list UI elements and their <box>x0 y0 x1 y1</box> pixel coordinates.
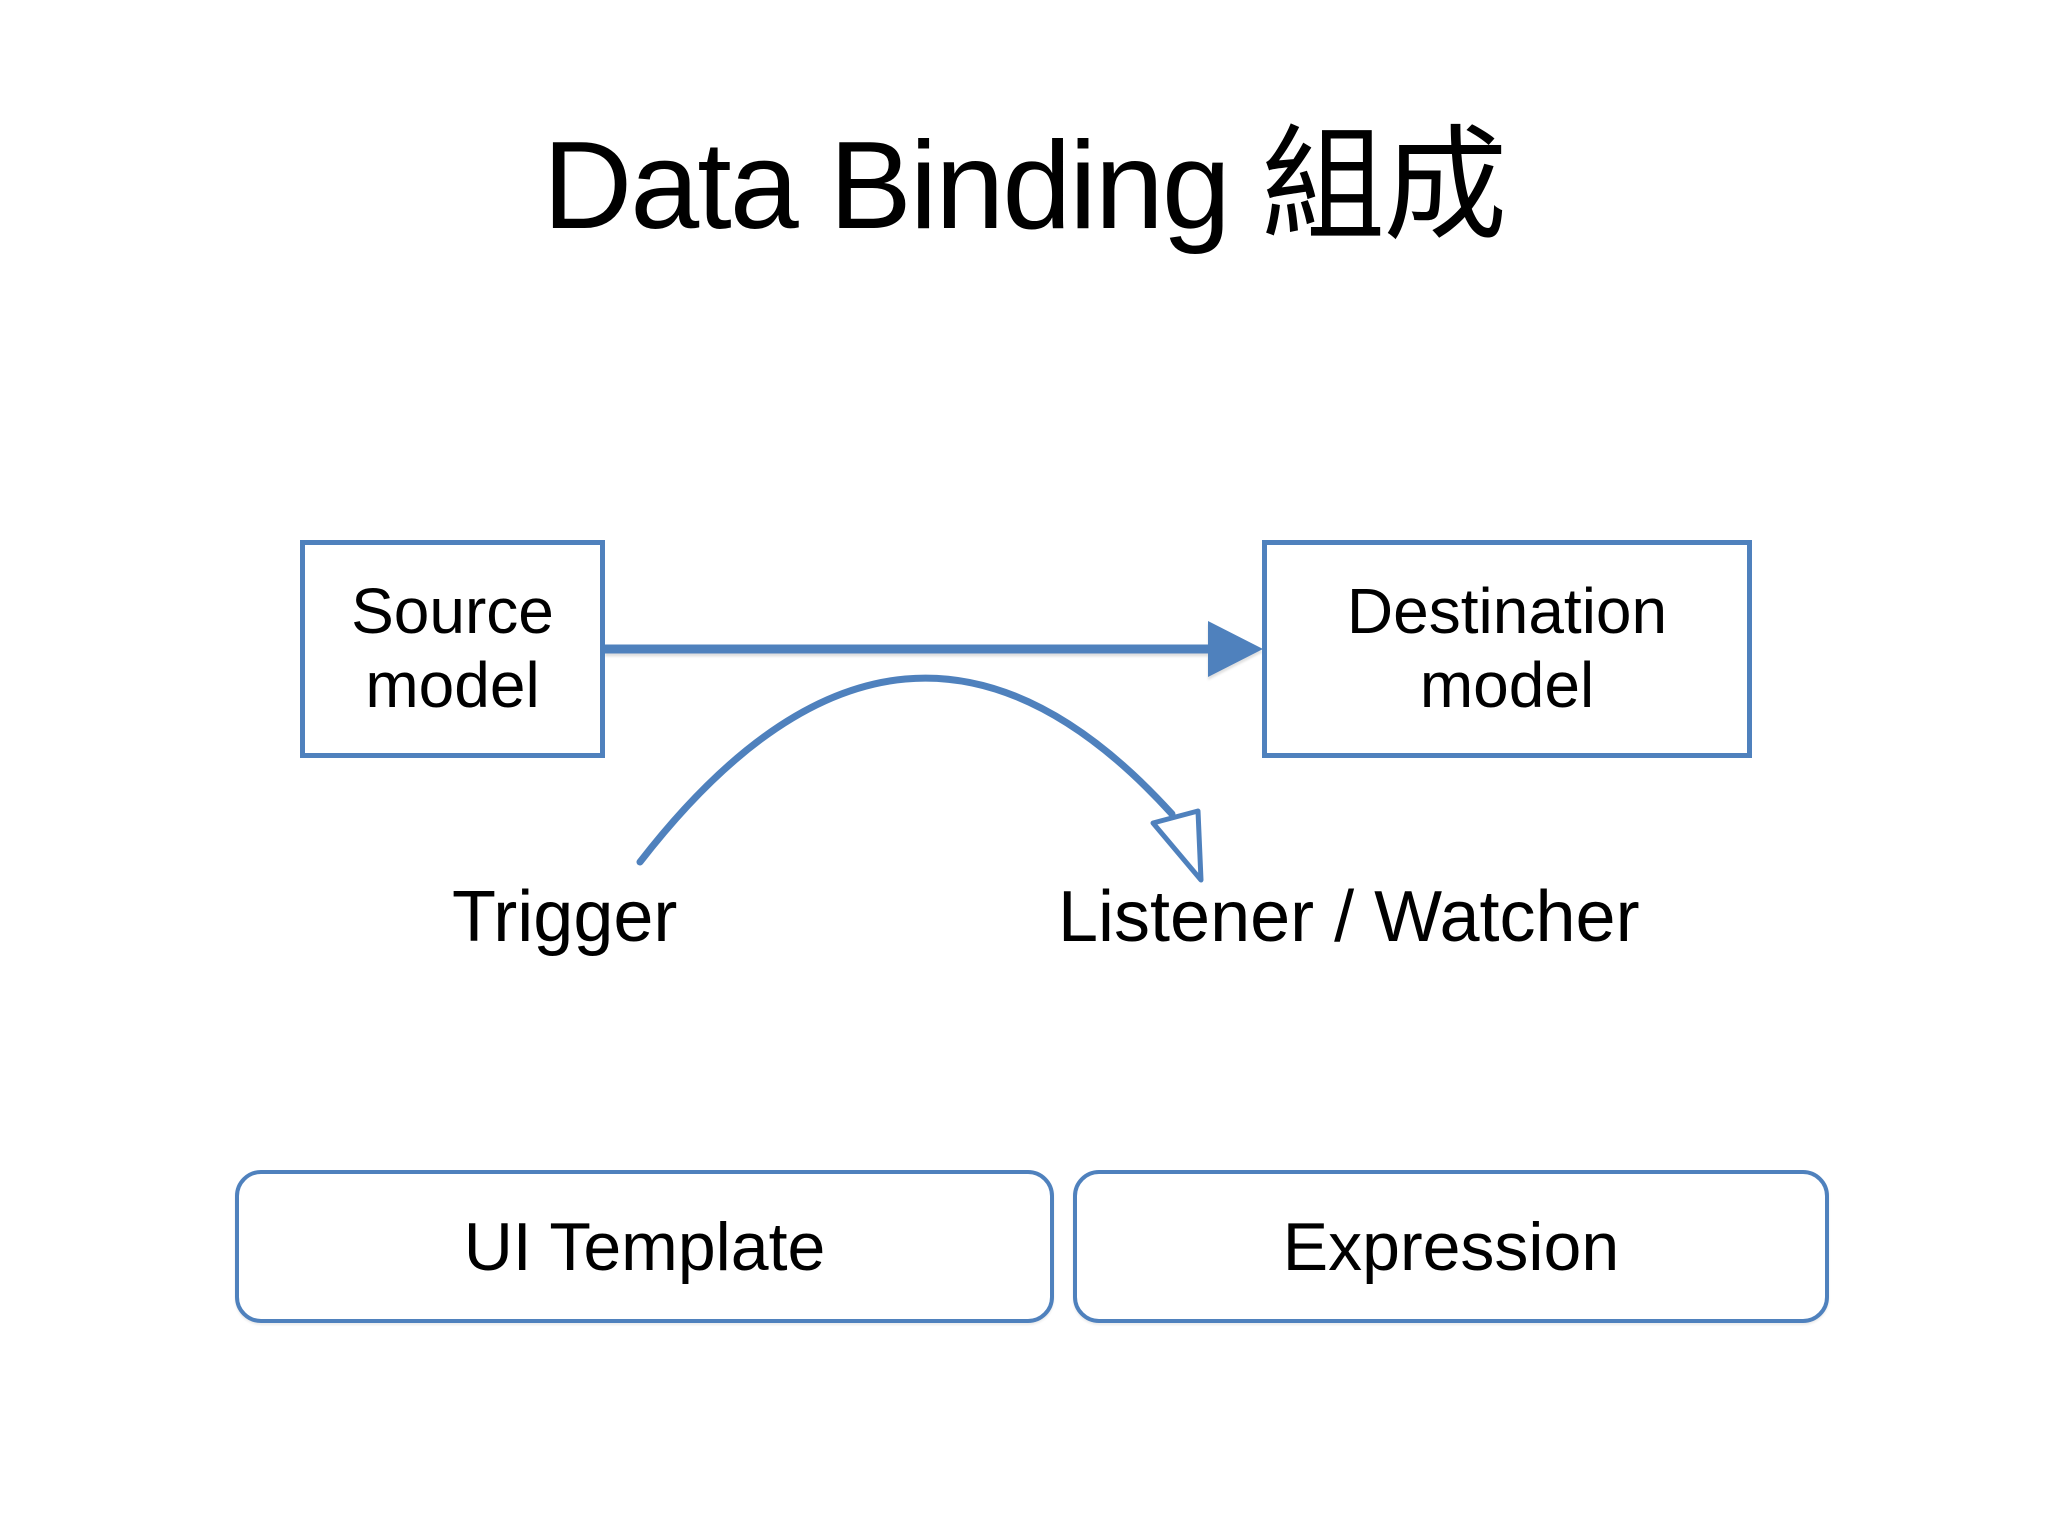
binding-arrow <box>605 621 1263 677</box>
trigger-label: Trigger <box>452 877 678 957</box>
binding-arrowhead-icon <box>1208 621 1263 677</box>
listener-watcher-label: Listener / Watcher <box>1058 877 1640 957</box>
node-expression-label: Expression <box>1282 1208 1620 1285</box>
node-destination-model-label: Destination model <box>1346 575 1668 721</box>
trigger-arc-line <box>636 674 1176 866</box>
node-source-model-label: Source model <box>351 575 554 721</box>
arc-open-arrowhead-icon <box>1150 808 1204 883</box>
node-expression: Expression <box>1073 1170 1829 1323</box>
node-ui-template-label: UI Template <box>463 1208 826 1285</box>
node-source-model: Source model <box>300 540 605 758</box>
trigger-listener-arc <box>636 674 1204 883</box>
slide-title: Data Binding 組成 <box>542 117 1508 255</box>
node-destination-model: Destination model <box>1262 540 1752 758</box>
node-ui-template: UI Template <box>235 1170 1054 1323</box>
